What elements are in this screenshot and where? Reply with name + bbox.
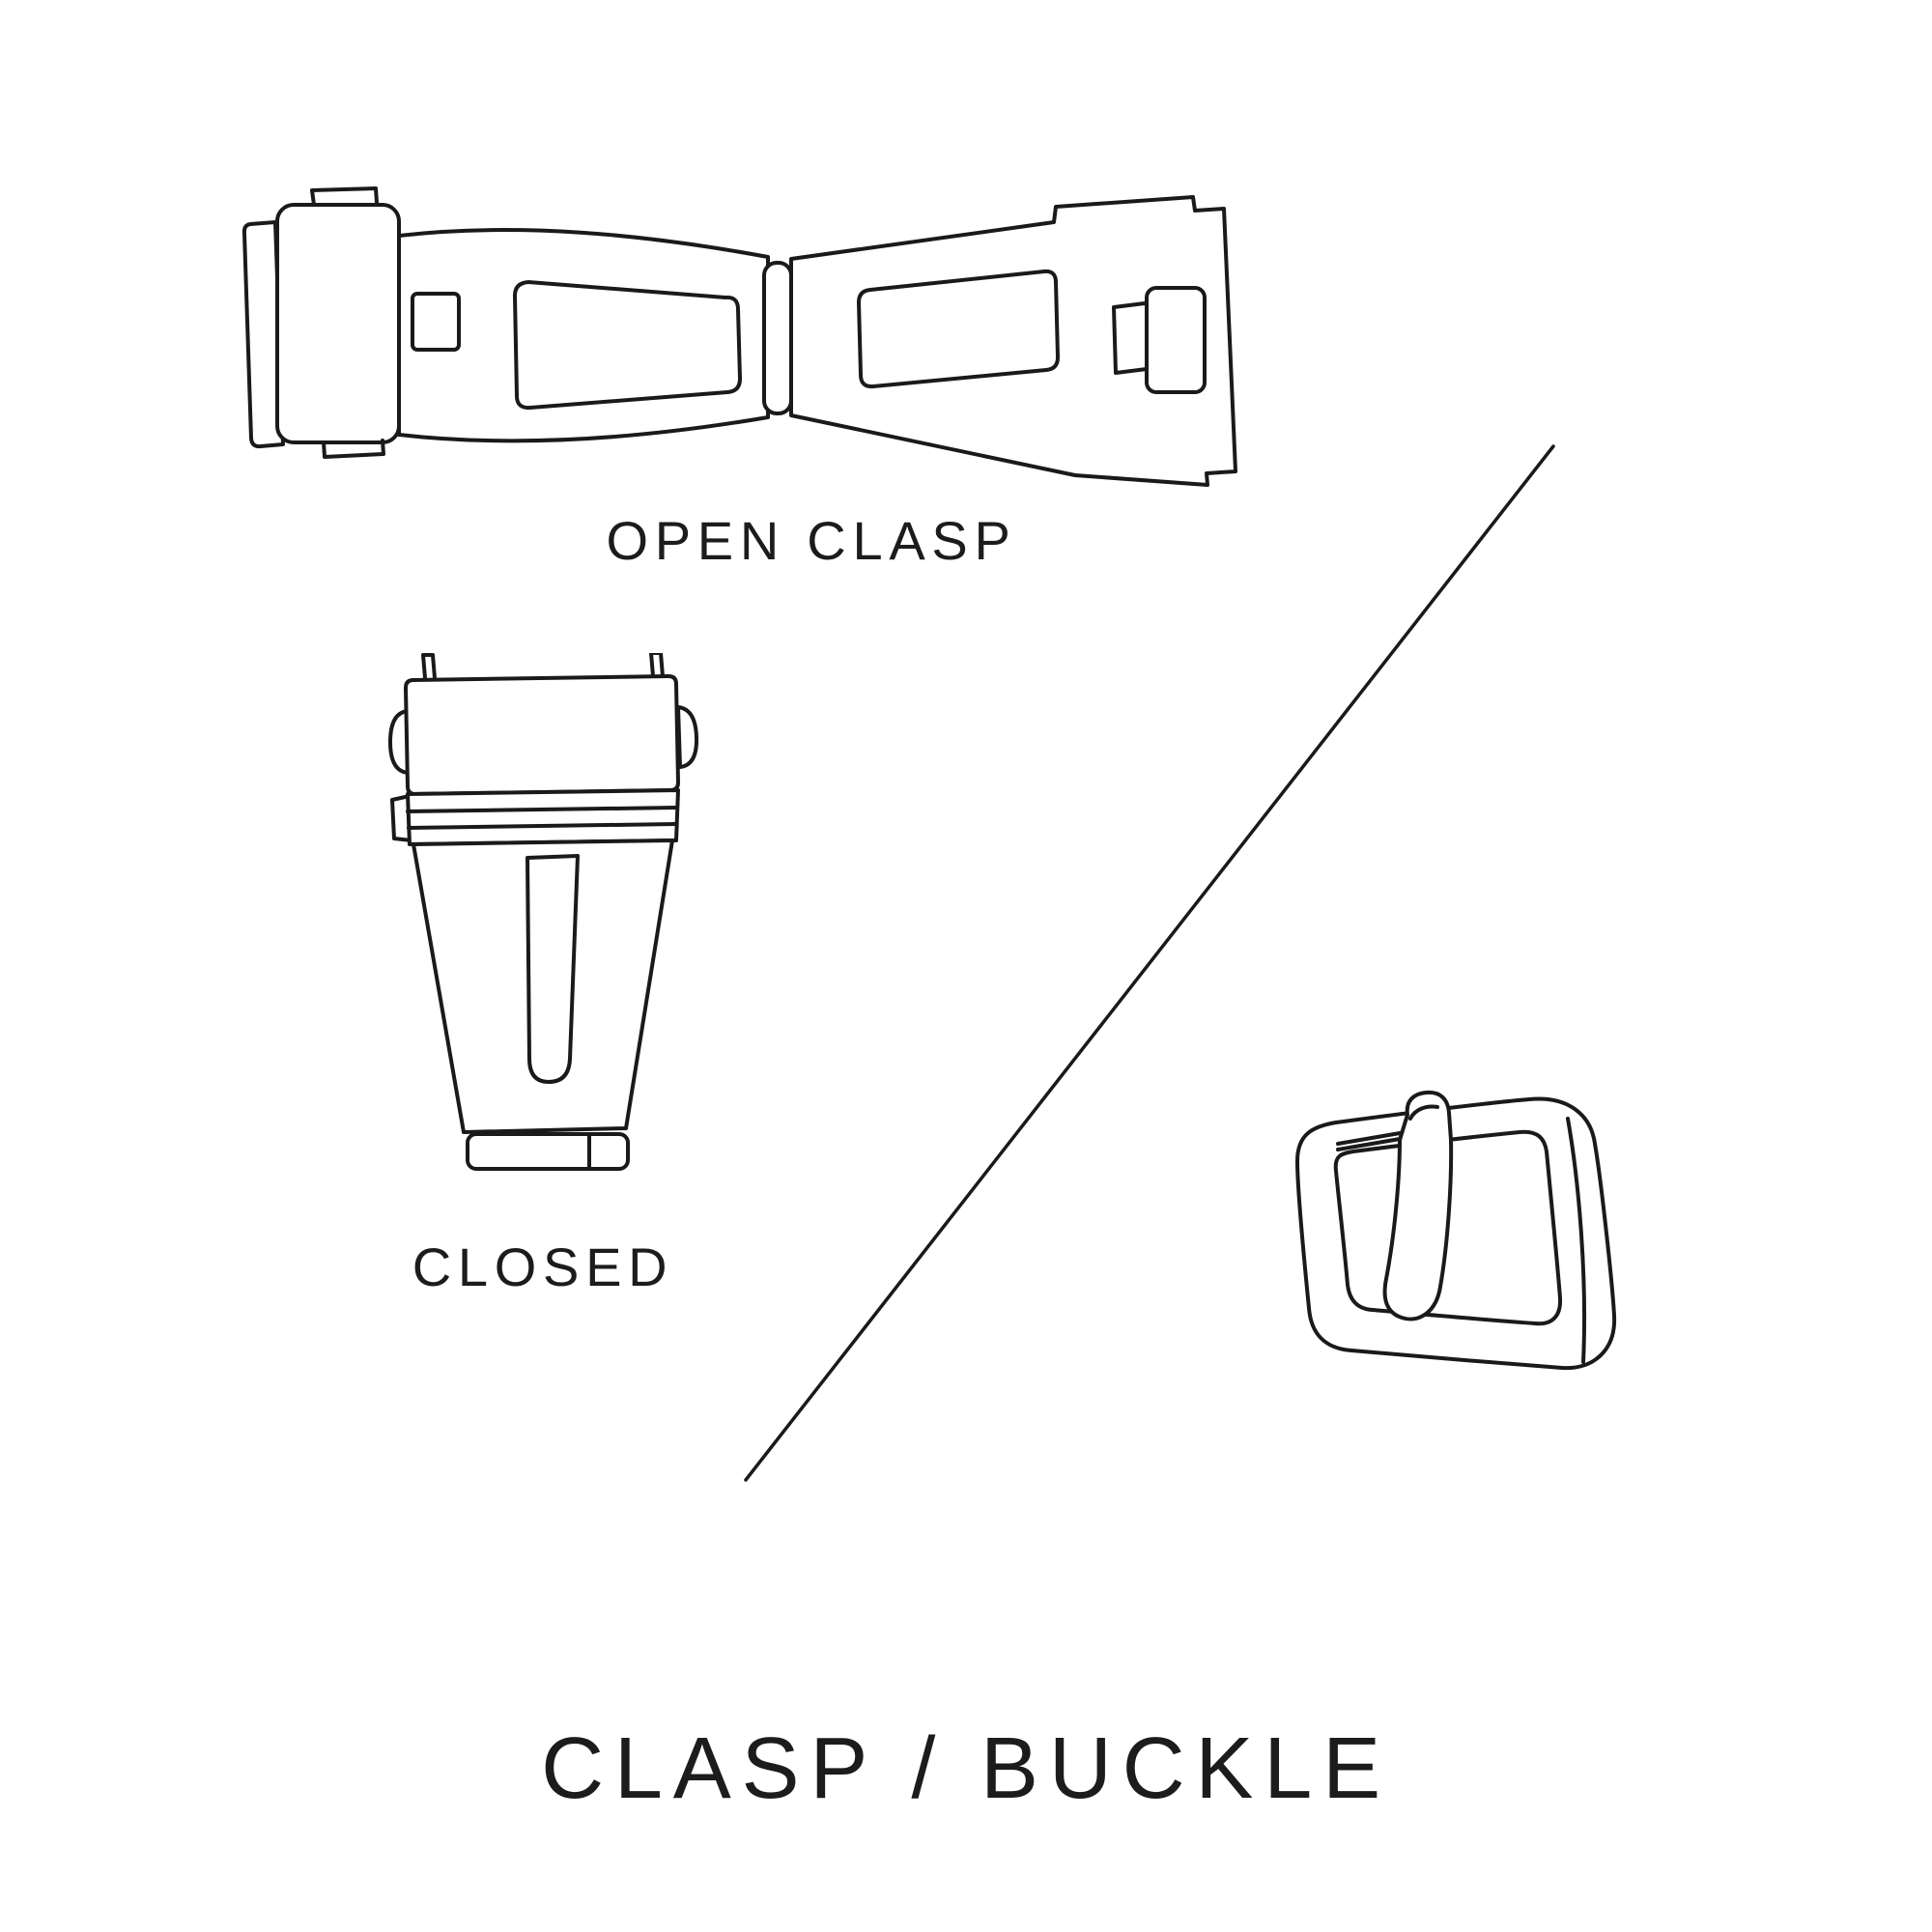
closed-clasp-illustration <box>388 653 699 1171</box>
open-clasp-illustration <box>242 186 1237 487</box>
diagram-title: CLASP / BUCKLE <box>541 1720 1391 1817</box>
closed-clasp-label: CLOSED <box>412 1236 674 1297</box>
open-clasp-label: OPEN CLASP <box>606 510 1017 571</box>
buckle-illustration <box>1295 1090 1617 1371</box>
